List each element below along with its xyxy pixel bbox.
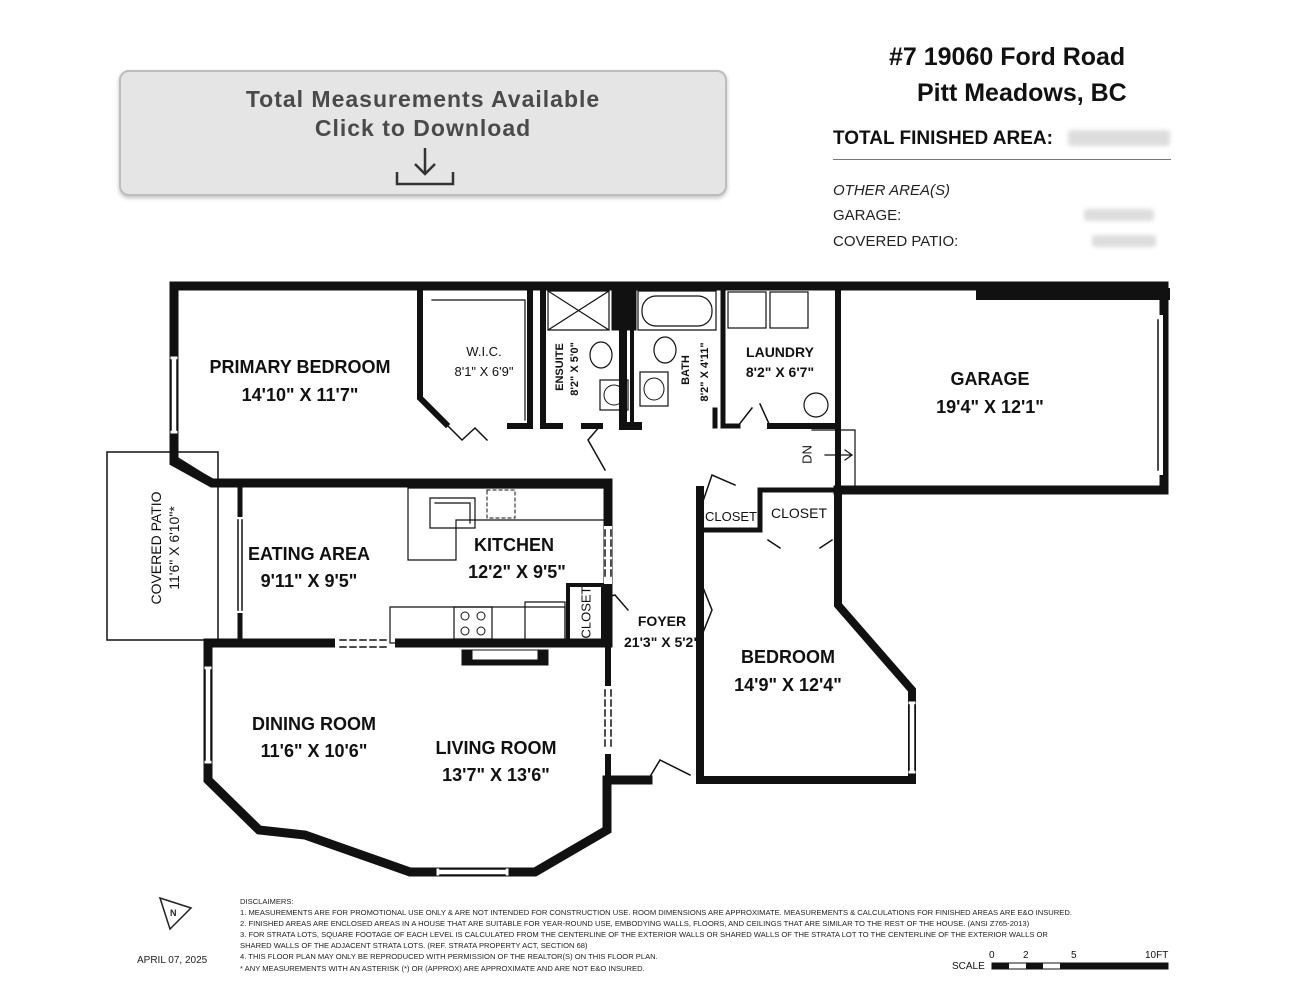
closet-label-1: CLOSET: [704, 509, 757, 524]
download-line-1: Total Measurements Available: [245, 86, 601, 112]
room-laundry-dims: 8'2" X 6'7": [745, 364, 815, 380]
plan-date: APRIL 07, 2025: [137, 955, 208, 966]
other-areas-heading: OTHER AREA(S): [833, 182, 950, 199]
scale-bar: [991, 962, 1169, 970]
garage-area-redacted: [1084, 209, 1154, 221]
total-finished-area-label: TOTAL FINISHED AREA:: [833, 128, 1053, 149]
scale-tick-0: 0: [989, 950, 995, 961]
disclaimer-line: 1. MEASUREMENTS ARE FOR PROMOTIONAL USE …: [240, 908, 1072, 918]
room-eating-area-name: EATING AREA: [247, 544, 370, 564]
north-arrow-icon: [158, 896, 193, 931]
room-dining-room-name: DINING ROOM: [252, 714, 376, 734]
room-dining-room-dims: 11'6" X 10'6": [260, 741, 368, 761]
disclaimer-line: 2. FINISHED AREAS ARE ENCLOSED AREAS IN …: [240, 919, 1030, 929]
disclaimer-line: 3. FOR STRATA LOTS, SQUARE FOOTAGE OF EA…: [240, 930, 1048, 940]
patio-area-redacted: [1092, 235, 1156, 247]
room-eating-area-dims: 9'11" X 9'5": [260, 571, 358, 591]
summary-divider: [833, 159, 1171, 160]
room-ensuite-name: ENSUITE: [554, 343, 566, 391]
download-line-2: Click to Download: [314, 115, 532, 141]
disclaimer-title: DISCLAIMERS:: [240, 897, 294, 906]
room-primary-bedroom-dims: 14'10" X 11'7": [241, 385, 359, 405]
disclaimers: DISCLAIMERS: 1. MEASUREMENTS ARE FOR PRO…: [240, 896, 1080, 974]
total-area-redacted: [1068, 130, 1170, 146]
room-bath-dims: 8'2" X 4'11": [699, 342, 711, 402]
closet-label-3: CLOSET: [578, 586, 594, 639]
closet-label-2: CLOSET: [770, 505, 827, 521]
scale-label: SCALE: [952, 961, 985, 972]
room-laundry-name: LAUNDRY: [746, 344, 814, 360]
scale-tick-2: 2: [1023, 950, 1029, 961]
download-measurements-button[interactable]: Total Measurements Available Click to Do…: [119, 70, 727, 196]
room-ensuite-dims: 8'2" X 5'0": [569, 342, 581, 396]
room-covered-patio-dims: 11'6" X 6'10"*: [166, 506, 182, 590]
room-bath-name: BATH: [680, 355, 692, 385]
covered-patio-area-label: COVERED PATIO:: [833, 233, 959, 250]
address-line-2: Pitt Meadows, BC: [917, 79, 1127, 107]
room-wic-dims: 8'1" X 6'9": [454, 364, 514, 379]
room-living-room-name: LIVING ROOM: [435, 738, 557, 758]
scale-tick-10: 10FT: [1145, 950, 1169, 961]
room-covered-patio-name: COVERED PATIO: [148, 491, 164, 605]
compass-label: N: [170, 908, 177, 918]
room-garage-dims: 19'4" X 12'1": [936, 397, 1044, 417]
room-foyer-dims: 21'3" X 5'2": [624, 634, 700, 650]
room-foyer-name: FOYER: [637, 613, 687, 629]
disclaimer-line: 4. THIS FLOOR PLAN MAY ONLY BE REPRODUCE…: [240, 952, 658, 962]
garage-area-label: GARAGE:: [833, 207, 902, 224]
stairs-down-label: DN: [799, 445, 815, 464]
room-living-room-dims: 13'7" X 13'6": [442, 765, 550, 785]
room-garage-name: GARAGE: [950, 369, 1030, 389]
scale-tick-5: 5: [1071, 950, 1077, 961]
room-bedroom-name: BEDROOM: [741, 647, 835, 667]
room-wic-name: W.I.C.: [466, 344, 502, 359]
room-primary-bedroom-name: PRIMARY BEDROOM: [209, 357, 391, 377]
room-bedroom-dims: 14'9" X 12'4": [734, 675, 842, 695]
address-line-1: #7 19060 Ford Road: [889, 43, 1126, 71]
room-kitchen-dims: 12'2" X 9'5": [468, 562, 566, 582]
download-icon: [395, 148, 455, 186]
disclaimer-line: SHARED WALLS OF THE ADJACENT STRATA LOTS…: [240, 941, 588, 951]
room-kitchen-name: KITCHEN: [474, 535, 554, 555]
disclaimer-line: * ANY MEASUREMENTS WITH AN ASTERISK (*) …: [240, 963, 645, 973]
